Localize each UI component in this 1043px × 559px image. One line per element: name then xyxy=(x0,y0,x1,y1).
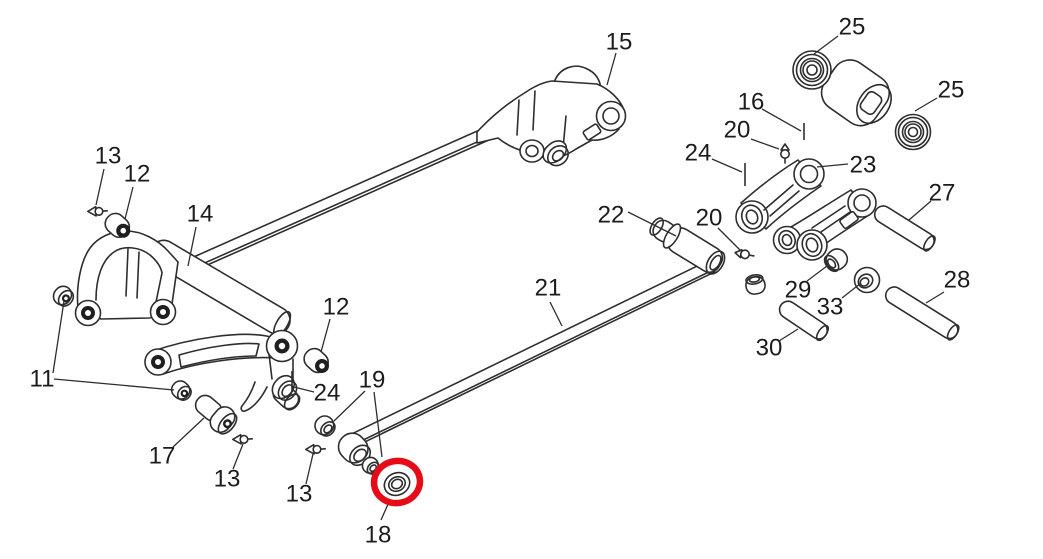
part-30-rod xyxy=(778,300,830,342)
part-label-24-left: 24 xyxy=(314,380,341,407)
part-label-25-left: 25 xyxy=(839,14,866,41)
part-label-12-left: 12 xyxy=(124,161,151,188)
part-label-12-right: 12 xyxy=(323,294,350,321)
part-29-bushing xyxy=(823,248,849,273)
leader-line-20-top xyxy=(750,138,780,150)
part-19-bushing-small xyxy=(314,415,336,437)
part-13-screw-left xyxy=(231,433,253,445)
part-12-bushing-left xyxy=(104,212,131,239)
leader-line-20-mid xyxy=(717,227,741,251)
part-label-25-right: 25 xyxy=(938,77,965,104)
part-label-19: 19 xyxy=(359,367,386,394)
part-label-17: 17 xyxy=(149,443,176,470)
leader-line-13-bottom-left xyxy=(232,443,244,470)
part-upper-bracket xyxy=(74,230,179,327)
leader-line-33 xyxy=(841,282,862,299)
leader-line-30 xyxy=(778,328,799,342)
leader-line-27 xyxy=(908,200,932,221)
part-23-rocker xyxy=(735,158,877,261)
part-lower-bracket xyxy=(144,329,299,412)
part-label-28: 28 xyxy=(944,267,971,294)
part-18-washer xyxy=(383,471,411,497)
part-20-zerk-top xyxy=(780,143,790,164)
leader-line-15 xyxy=(606,52,617,86)
leader-line-17 xyxy=(172,417,205,448)
leader-line-13-bottom-mid xyxy=(305,453,314,485)
part-15-rod xyxy=(183,121,504,274)
part-11-bushing-lower xyxy=(170,380,192,402)
part-label-33: 33 xyxy=(817,294,844,321)
part-label-30: 30 xyxy=(756,335,783,362)
red-highlight-circle xyxy=(370,457,424,507)
part-label-18: 18 xyxy=(365,522,392,549)
part-label-20-top: 20 xyxy=(724,117,751,144)
part-label-13-bottom-mid: 13 xyxy=(286,481,313,508)
part-label-21: 21 xyxy=(535,275,562,302)
part-13-screw-top xyxy=(86,205,108,217)
part-label-20-mid: 20 xyxy=(696,205,723,232)
part-25-cylinder-assembly xyxy=(792,50,932,151)
part-label-23: 23 xyxy=(850,152,877,179)
part-21-rod xyxy=(348,259,716,448)
part-12-bushing-right xyxy=(303,347,329,374)
part-label-24-right: 24 xyxy=(685,140,712,167)
part-33-collar xyxy=(853,266,881,294)
part-11-bushing-upper xyxy=(52,285,75,307)
part-label-29: 29 xyxy=(785,277,812,304)
part-label-16: 16 xyxy=(738,89,765,116)
highlight-annotation xyxy=(370,457,424,507)
pin-ticks xyxy=(291,123,805,391)
part-27-rod xyxy=(873,205,936,252)
leader-line-19 xyxy=(333,390,366,422)
leader-line-22 xyxy=(627,211,677,237)
leader-line-23 xyxy=(816,163,849,168)
part-13-screw-mid xyxy=(304,443,326,455)
part-label-14: 14 xyxy=(187,201,214,228)
leader-line-14 xyxy=(187,226,197,267)
leader-line-28 xyxy=(925,291,945,304)
part-label-15: 15 xyxy=(606,29,633,56)
leader-line-29 xyxy=(806,265,828,282)
part-label-27: 27 xyxy=(929,180,956,207)
leader-line-12-left xyxy=(124,186,134,220)
part-25-bearing-right xyxy=(894,113,932,151)
part-19-bushing-large xyxy=(337,432,372,467)
leader-line-16 xyxy=(761,108,802,132)
leader-line-25-left xyxy=(813,35,839,55)
leader-line-19 xyxy=(373,391,383,458)
leader-line-12-right xyxy=(320,318,331,353)
leader-line-21 xyxy=(549,301,563,327)
part-label-13-bottom-left: 13 xyxy=(214,466,241,493)
leader-line-13-top-left xyxy=(95,168,105,206)
clevis-eye xyxy=(595,100,627,132)
leader-line-24-left xyxy=(293,386,315,393)
leader-line-11 xyxy=(53,378,175,391)
small-bushing xyxy=(745,273,766,295)
part-15-clevis xyxy=(476,65,627,167)
leader-line-24-right xyxy=(711,158,743,173)
part-17-bolt xyxy=(194,394,238,435)
part-25-bearing-left xyxy=(792,50,832,90)
leader-line-25-right xyxy=(914,97,938,112)
part-20-zerk-mid xyxy=(734,248,755,260)
part-28-rod xyxy=(884,286,960,341)
part-label-22: 22 xyxy=(598,202,625,229)
part-label-11: 11 xyxy=(30,366,55,393)
part-label-13-top-left: 13 xyxy=(95,143,122,170)
leader-lines xyxy=(52,35,945,521)
leader-line-11 xyxy=(52,300,65,374)
